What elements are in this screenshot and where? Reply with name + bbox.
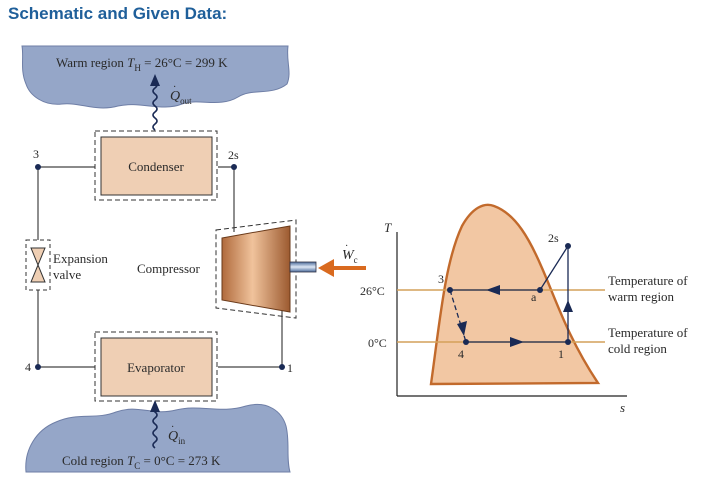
- ts-state-a-dot: [537, 287, 543, 293]
- state-2s-dot: [231, 164, 237, 170]
- state-1-label: 1: [287, 361, 293, 375]
- warm-region-subscript: H: [134, 63, 141, 73]
- compressor-label: Compressor: [137, 261, 201, 276]
- ts-state-2s-dot: [565, 243, 571, 249]
- process-1-2s-arrowhead: [563, 300, 573, 312]
- expansion-valve-boundary: [25, 239, 51, 291]
- ts-state-3-dot: [447, 287, 453, 293]
- work-input-subscript: c: [354, 255, 358, 265]
- condenser: Condenser: [94, 130, 218, 201]
- warm-region-symbol: T: [127, 55, 135, 70]
- ts-state-4-label: 4: [458, 347, 464, 361]
- q-out-dot-icon: ·: [173, 82, 176, 93]
- condenser-label: Condenser: [128, 159, 184, 174]
- q-out-symbol: Q: [170, 89, 180, 104]
- evaporator-label: Evaporator: [127, 360, 185, 375]
- ts-state-a-label: a: [531, 290, 537, 304]
- ts-x-axis-label: s: [620, 400, 625, 415]
- expansion-valve: Expansion valve: [25, 239, 108, 291]
- pipe-evaporator-to-1: [218, 310, 283, 368]
- q-in-label: Qin: [168, 429, 186, 446]
- warm-region-value: = 26°C = 299 K: [141, 55, 228, 70]
- work-input-arrowhead: [318, 259, 334, 277]
- cold-region-cloud: [25, 404, 291, 473]
- state-3-label: 3: [33, 147, 39, 161]
- work-input-symbol: W: [342, 248, 355, 263]
- cold-temperature-label-line1: Temperature of: [608, 325, 688, 340]
- ts-state-1-label: 1: [558, 347, 564, 361]
- q-in-heat-transfer: Qin ·: [150, 400, 186, 449]
- work-input-label: Wc: [342, 248, 358, 265]
- cold-region-subscript: C: [134, 461, 140, 471]
- pipe-2s-to-condenser: [218, 166, 235, 232]
- ts-y-axis-label: T: [384, 220, 392, 235]
- compressor-shaft: [289, 261, 317, 273]
- warm-region-prefix: Warm region: [56, 55, 127, 70]
- state-1-dot: [279, 364, 285, 370]
- expansion-valve-label-line1: Expansion: [53, 251, 108, 266]
- cold-region-symbol: T: [127, 453, 135, 468]
- q-out-label: Qout: [170, 89, 192, 106]
- ts-diagram: T s 26°C 0°C 1 2s 3 4 a Temperature of w…: [360, 203, 688, 415]
- cold-region-label: Cold region TC = 0°C = 273 K: [62, 453, 221, 471]
- ts-tick-0c: 0°C: [368, 336, 387, 350]
- ts-state-1-dot: [565, 339, 571, 345]
- pipe-valve-to-4: [37, 290, 95, 368]
- process-3-4: [449, 289, 467, 343]
- cold-region-value: = 0°C = 273 K: [140, 453, 221, 468]
- pipe-condenser-to-3: [37, 166, 95, 240]
- state-2s-label: 2s: [228, 148, 239, 162]
- state-4-label: 4: [25, 360, 31, 374]
- page-title: Schematic and Given Data:: [8, 4, 228, 23]
- ts-state-4-dot: [463, 339, 469, 345]
- process-a-3-arrowhead: [486, 285, 500, 295]
- evaporator: Evaporator: [94, 331, 218, 402]
- evaporator-boundary: [94, 331, 218, 402]
- ts-tick-26c: 26°C: [360, 284, 385, 298]
- cold-temperature-label-line2: cold region: [608, 341, 667, 356]
- process-2s-a: [539, 245, 569, 291]
- process-4-1-arrowhead: [510, 337, 524, 347]
- q-out-subscript: out: [180, 96, 192, 106]
- ts-state-3-label: 3: [438, 272, 444, 286]
- evaporator-box: [100, 337, 213, 397]
- q-out-heat-transfer: Qout ·: [150, 74, 192, 131]
- compressor-body: [221, 225, 291, 313]
- condenser-box: [100, 136, 213, 196]
- warm-temperature-label-line2: warm region: [608, 289, 675, 304]
- compressor-boundary: [215, 219, 297, 319]
- ts-state-2s-label: 2s: [548, 231, 559, 245]
- expansion-valve-icon: [30, 247, 46, 283]
- warm-temperature-label-line1: Temperature of: [608, 273, 688, 288]
- work-input: Wc ·: [318, 241, 366, 277]
- q-in-symbol: Q: [168, 429, 178, 444]
- warm-region-label: Warm region TH = 26°C = 299 K: [56, 55, 228, 73]
- q-out-arrowhead: [150, 74, 160, 86]
- q-out-wavy-line: [152, 80, 158, 131]
- expansion-valve-label-line2: valve: [53, 267, 81, 282]
- compressor: Compressor: [137, 219, 317, 319]
- q-in-dot-icon: ·: [171, 422, 174, 433]
- condenser-boundary: [94, 130, 218, 201]
- q-in-subscript: in: [178, 436, 186, 446]
- work-input-dot-icon: ·: [345, 241, 348, 252]
- process-3-4-arrowhead: [457, 321, 467, 336]
- ts-vapor-dome: [429, 203, 601, 386]
- state-3-dot: [35, 164, 41, 170]
- q-in-wavy-line: [152, 404, 158, 449]
- state-4-dot: [35, 364, 41, 370]
- cold-region: Cold region TC = 0°C = 273 K: [25, 404, 291, 473]
- cold-region-prefix: Cold region: [62, 453, 127, 468]
- q-in-arrowhead: [150, 400, 160, 412]
